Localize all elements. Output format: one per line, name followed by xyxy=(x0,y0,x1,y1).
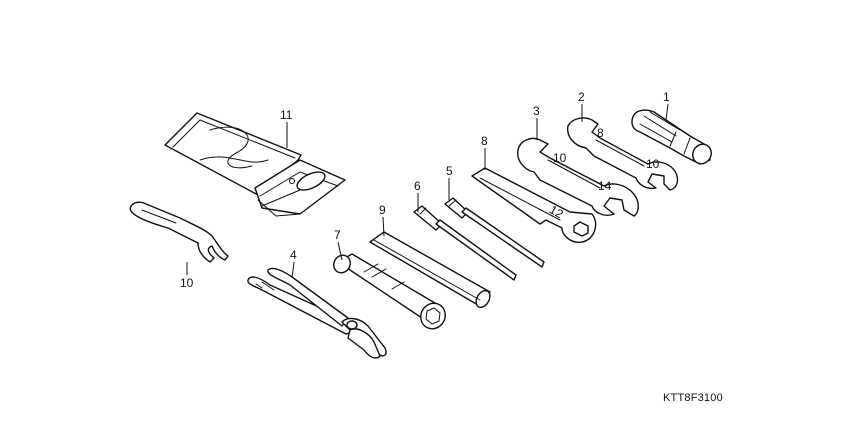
callout-4: 4 xyxy=(290,248,297,262)
callout-8: 8 xyxy=(481,134,488,148)
leader-lines xyxy=(186,103,669,279)
box-end-wrench: 12 xyxy=(471,167,597,243)
diagram-code: KTT8F3100 xyxy=(663,392,723,404)
callout-6: 6 xyxy=(414,179,421,193)
screwdriver-small xyxy=(413,205,517,281)
callout-2: 2 xyxy=(578,90,585,104)
engraving-12: 12 xyxy=(547,202,566,221)
engraving-10-b: 10 xyxy=(646,157,660,171)
pliers xyxy=(247,267,387,359)
callout-7: 7 xyxy=(334,228,341,242)
callout-11: 11 xyxy=(280,108,293,122)
tool-bag xyxy=(164,112,346,217)
engraving-8: 8 xyxy=(597,126,604,140)
pin-spanner xyxy=(129,201,229,263)
extension-bar xyxy=(369,231,491,309)
callout-10: 10 xyxy=(180,276,194,290)
screwdriver-handle xyxy=(631,109,712,165)
callout-numbers: 1 2 3 4 5 6 7 8 9 10 11 xyxy=(180,90,670,290)
callout-9: 9 xyxy=(379,203,386,217)
screwdriver-large xyxy=(444,197,545,268)
engraving-10: 10 xyxy=(553,151,567,165)
engraving-14: 14 xyxy=(598,179,612,193)
plug-wrench xyxy=(333,253,446,330)
open-end-wrench-large: 8 10 xyxy=(567,117,679,191)
open-end-wrench-small: 10 14 xyxy=(517,137,639,217)
callout-3: 3 xyxy=(533,104,540,118)
callout-5: 5 xyxy=(446,164,453,178)
callout-1: 1 xyxy=(663,90,670,104)
